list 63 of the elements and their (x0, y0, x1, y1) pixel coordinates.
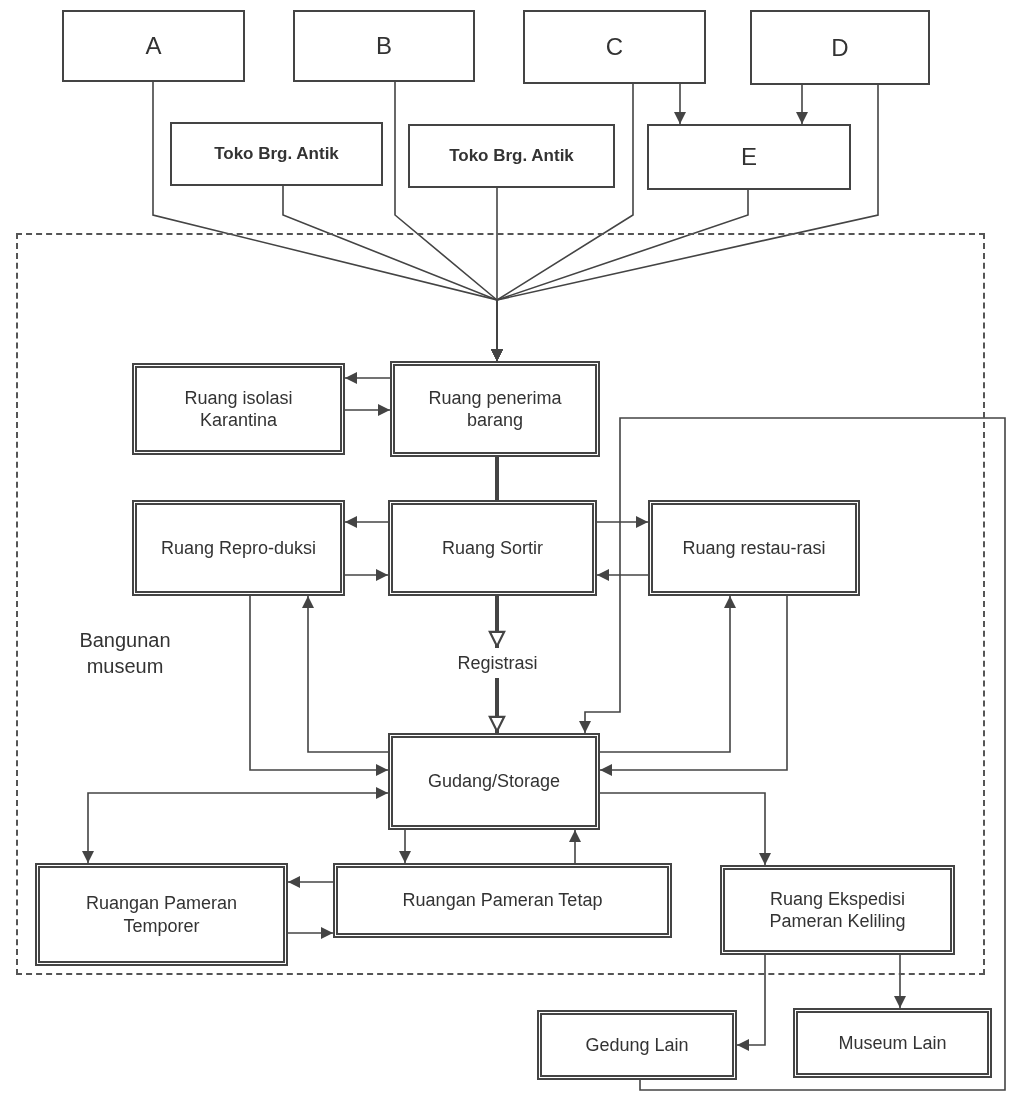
node-label: Toko Brg. Antik (214, 143, 339, 165)
room-box (293, 10, 475, 82)
room-box (388, 500, 597, 596)
arrow (302, 595, 389, 753)
room-box (62, 10, 245, 82)
node-label: Registrasi (457, 651, 538, 675)
node-label: Ruang Repro-duksi (160, 536, 317, 560)
room-box (720, 865, 955, 955)
node-label: E (741, 142, 757, 172)
node-label: Gudang/Storage (427, 770, 561, 793)
room-box (132, 363, 345, 455)
room-box (408, 124, 615, 188)
arrow (82, 787, 389, 864)
node-label: D (831, 32, 849, 63)
building-zone (16, 233, 985, 975)
arrow (488, 678, 506, 733)
node-label: A (145, 31, 162, 61)
node-label: Toko Brg. Antik (449, 145, 574, 167)
arrow (579, 417, 1006, 1091)
room-box (750, 10, 930, 85)
room-box (132, 500, 345, 596)
arrow (344, 569, 389, 581)
node-label: Ruangan Pameran Temporer (84, 892, 239, 937)
node-label: Ruang isolasi Karantina (183, 386, 294, 432)
arrow (249, 595, 389, 776)
arrow (344, 516, 389, 528)
arrow (488, 596, 506, 648)
node-label: Ruang restau-rasi (682, 536, 826, 560)
room-box (390, 361, 600, 457)
node-label: Ruang Sortir (441, 536, 544, 560)
arrow (491, 84, 879, 362)
arrow (599, 792, 771, 866)
room-box (35, 863, 288, 966)
room-box (793, 1008, 992, 1078)
node-label: C (605, 32, 624, 62)
arrow (287, 927, 334, 939)
arrow (736, 954, 766, 1051)
arrow (596, 516, 649, 528)
node-label: B (376, 31, 392, 61)
arrow (399, 829, 411, 864)
node-label: Ruang penerima barang (427, 386, 563, 432)
arrow (569, 829, 581, 864)
node-label: Ruang Ekspedisi Pameran Keliling (768, 887, 907, 933)
room-box (170, 122, 383, 186)
arrow (674, 83, 686, 125)
room-box (647, 124, 851, 190)
arrow (344, 372, 391, 384)
zone-label: Bangunan museum (78, 628, 172, 679)
room-box (333, 863, 672, 938)
arrow (287, 876, 334, 888)
room-box (537, 1010, 737, 1080)
arrow (599, 595, 788, 776)
arrow (894, 954, 906, 1009)
arrow (599, 595, 736, 753)
node-label: Gedung Lain (585, 1033, 689, 1057)
node-label: Ruangan Pameran Tetap (402, 889, 603, 912)
room-box (523, 10, 706, 84)
arrow (596, 569, 649, 581)
room-box (648, 500, 860, 596)
node-label: Museum Lain (838, 1031, 947, 1055)
room-box (388, 733, 600, 830)
arrow (344, 404, 391, 416)
arrow (796, 84, 808, 125)
